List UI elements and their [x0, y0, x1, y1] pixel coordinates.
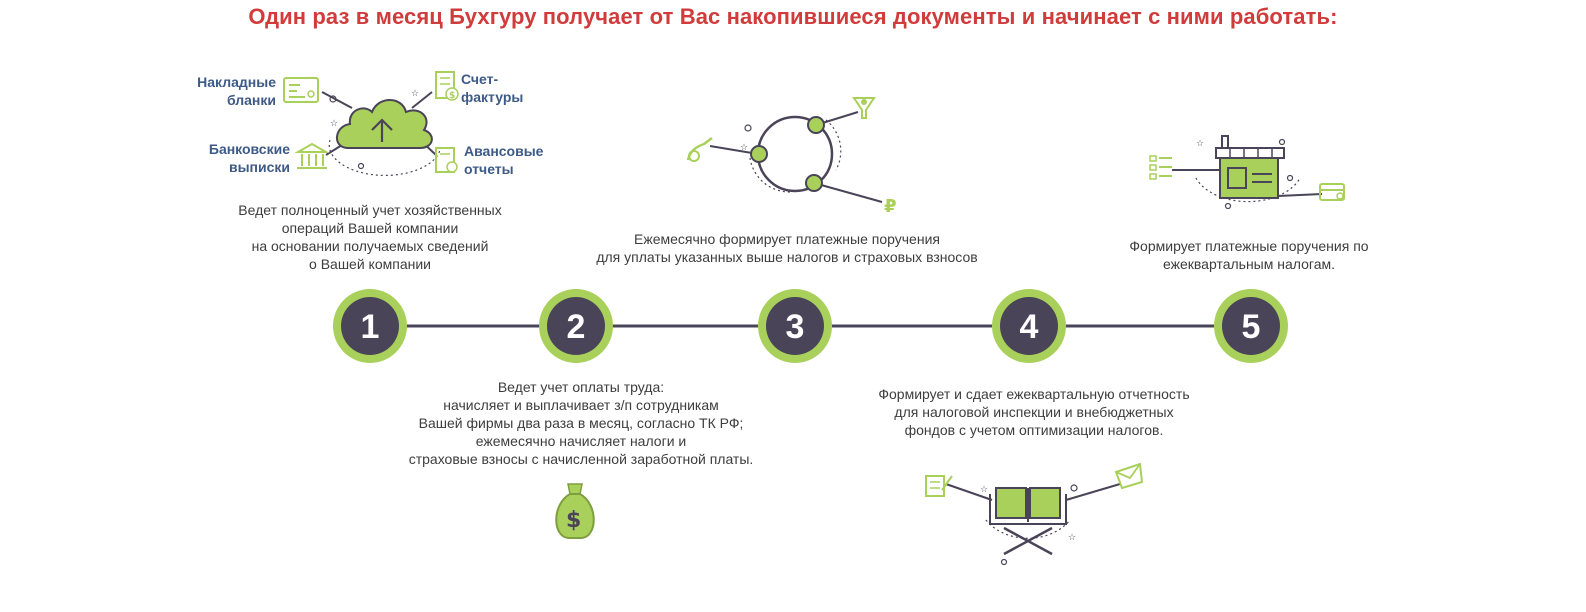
svg-text:$: $: [449, 91, 455, 101]
svg-text:☆: ☆: [330, 119, 338, 129]
svg-text:☆: ☆: [1068, 533, 1076, 543]
svg-text:☆: ☆: [1196, 139, 1204, 149]
svg-text:5: 5: [1242, 308, 1261, 346]
page-title: Один раз в месяц Бухгуру получает от Вас…: [248, 4, 1338, 29]
money-bag-icon: $: [555, 483, 595, 539]
svg-text:☆: ☆: [740, 143, 748, 153]
invoice-doc-icon: $: [435, 71, 459, 101]
svg-text:4: 4: [1020, 308, 1039, 346]
step-1-description: Ведет полноценный учет хозяйственных опе…: [238, 202, 502, 272]
svg-text:☆: ☆: [980, 485, 988, 495]
svg-text:1: 1: [361, 308, 380, 346]
svg-text:☆: ☆: [411, 89, 419, 99]
envelope-icon: [1114, 462, 1144, 490]
payment-card-icon: [1319, 183, 1345, 201]
step-marker-1: 1: [333, 289, 407, 363]
step-3-description: Ежемесячно формирует платежные поручения…: [596, 231, 978, 265]
open-book-icon: [989, 487, 1067, 556]
waybill-card-icon: [283, 77, 319, 103]
step-marker-2: 2: [539, 289, 613, 363]
building-card-icon: [1215, 135, 1285, 199]
cloud-upload-icon: [336, 99, 433, 149]
label-waybills: Накладные бланки: [197, 74, 276, 108]
clipboard-pen-icon: [925, 475, 953, 497]
step-marker-3: 3: [758, 289, 832, 363]
label-bank-statements: Банковские выписки: [208, 141, 290, 175]
label-advance-reports: Авансовые отчеты: [464, 143, 544, 177]
step-marker-4: 4: [992, 289, 1066, 363]
svg-text:3: 3: [786, 308, 805, 346]
label-invoices: Счет- фактуры: [461, 71, 524, 105]
step-5-description: Формирует платежные поручения по ежеквар…: [1129, 238, 1369, 272]
checklist-icon: [1149, 155, 1172, 180]
svg-text:$: $: [566, 508, 581, 533]
advance-report-icon: [435, 147, 458, 173]
step-2-description: Ведет учет оплаты труда: начисляет и вып…: [408, 379, 754, 467]
funnel-icon: [852, 97, 876, 119]
ruble-icon: ₽: [884, 196, 897, 217]
bank-icon: [294, 142, 330, 169]
svg-text:2: 2: [567, 308, 586, 346]
money-hand-icon: [686, 137, 713, 162]
step-4-description: Формирует и сдает ежеквартальную отчетно…: [878, 386, 1190, 438]
step-marker-5: 5: [1214, 289, 1288, 363]
